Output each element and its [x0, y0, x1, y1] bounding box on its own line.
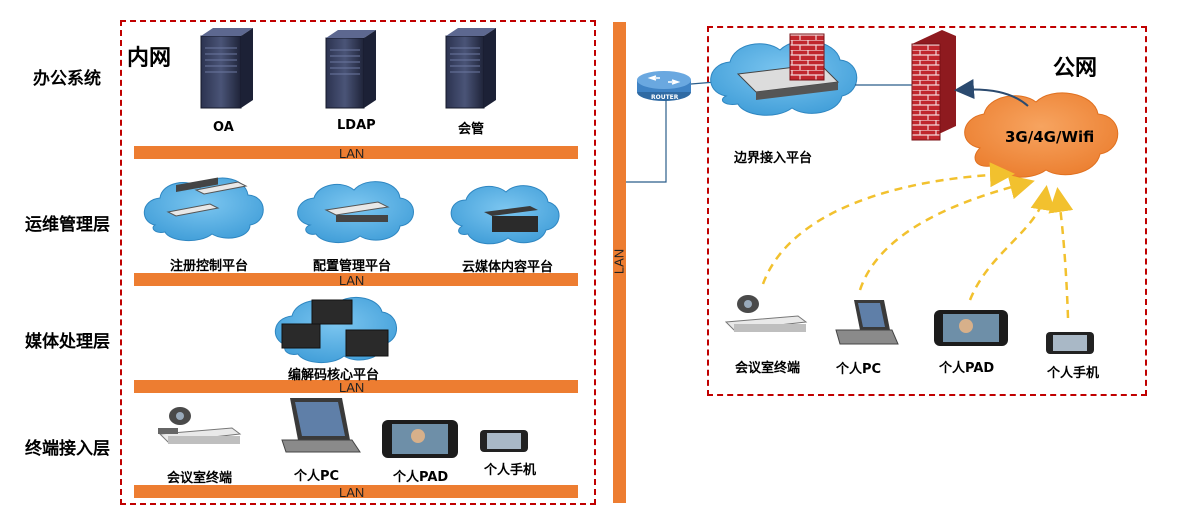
pad-label-public: 个人PAD: [939, 361, 995, 376]
pad-label-intranet: 个人PAD: [393, 470, 449, 485]
conf-mgmt-server-icon: [445, 28, 496, 109]
phone-icon-public: [1046, 332, 1094, 354]
pc-label-intranet: 个人PC: [294, 469, 340, 484]
cloud-media-platform-cloud-icon: [450, 185, 560, 245]
layer-label-ops: 运维管理层: [25, 215, 110, 235]
border-access-platform-cloud-icon: [710, 33, 858, 116]
config-platform-label: 配置管理平台: [313, 259, 392, 274]
lan-label-media: LAN: [339, 380, 365, 395]
lan-label-terminal: LAN: [339, 485, 365, 500]
layer-label-terminal: 终端接入层: [25, 439, 110, 459]
pc-icon-public: [835, 300, 899, 345]
meeting-terminal-label-public: 会议室终端: [735, 361, 801, 376]
pc-label-public: 个人PC: [836, 362, 882, 377]
lan-bar-ops: [134, 273, 578, 286]
oa-server-icon: [200, 28, 253, 109]
lan-bar-media: [134, 380, 578, 393]
lan-bar-terminal: [134, 485, 578, 498]
phone-icon-intranet: [480, 430, 528, 452]
intranet-title: 内网: [127, 46, 172, 71]
registration-platform-cloud-icon: [143, 177, 264, 241]
codec-core-platform-cloud-icon: [275, 296, 397, 363]
router-caption: ROUTER: [651, 94, 679, 101]
meeting-terminal-label-intranet: 会议室终端: [167, 471, 233, 486]
lan-label-ops: LAN: [339, 273, 365, 288]
config-platform-cloud-icon: [297, 181, 414, 243]
pad-icon-public: [934, 310, 1008, 346]
pc-icon-intranet: [281, 398, 361, 453]
lan-label-office: LAN: [339, 146, 365, 161]
wireless-network-label: 3G/4G/Wifi: [1005, 128, 1095, 146]
codec-core-platform-label: 编解码核心平台: [288, 368, 380, 383]
oa-label: OA: [213, 120, 234, 135]
meeting-room-terminal-icon-public: [724, 295, 808, 332]
router-icon: [637, 71, 691, 101]
ldap-server-icon: [325, 30, 376, 109]
registration-platform-label: 注册控制平台: [170, 259, 249, 274]
firewall-icon: [911, 30, 956, 141]
phone-label-public: 个人手机: [1047, 366, 1100, 381]
public-network-title: 公网: [1053, 56, 1098, 81]
phone-label-intranet: 个人手机: [484, 463, 537, 478]
meeting-room-terminal-icon-intranet: [158, 407, 242, 444]
public-network-zone: [707, 26, 1147, 396]
intranet-zone: [120, 20, 596, 505]
border-access-platform-label: 边界接入平台: [734, 151, 813, 166]
lan-bar-office: [134, 146, 578, 159]
pad-icon-intranet: [382, 420, 458, 458]
lan-backbone: [613, 22, 626, 503]
layer-label-office: 办公系统: [33, 69, 101, 89]
cloud-media-platform-label: 云媒体内容平台: [462, 260, 554, 275]
layer-label-media: 媒体处理层: [25, 332, 110, 352]
conf-mgmt-label: 会管: [458, 122, 485, 137]
ldap-label: LDAP: [337, 118, 376, 133]
